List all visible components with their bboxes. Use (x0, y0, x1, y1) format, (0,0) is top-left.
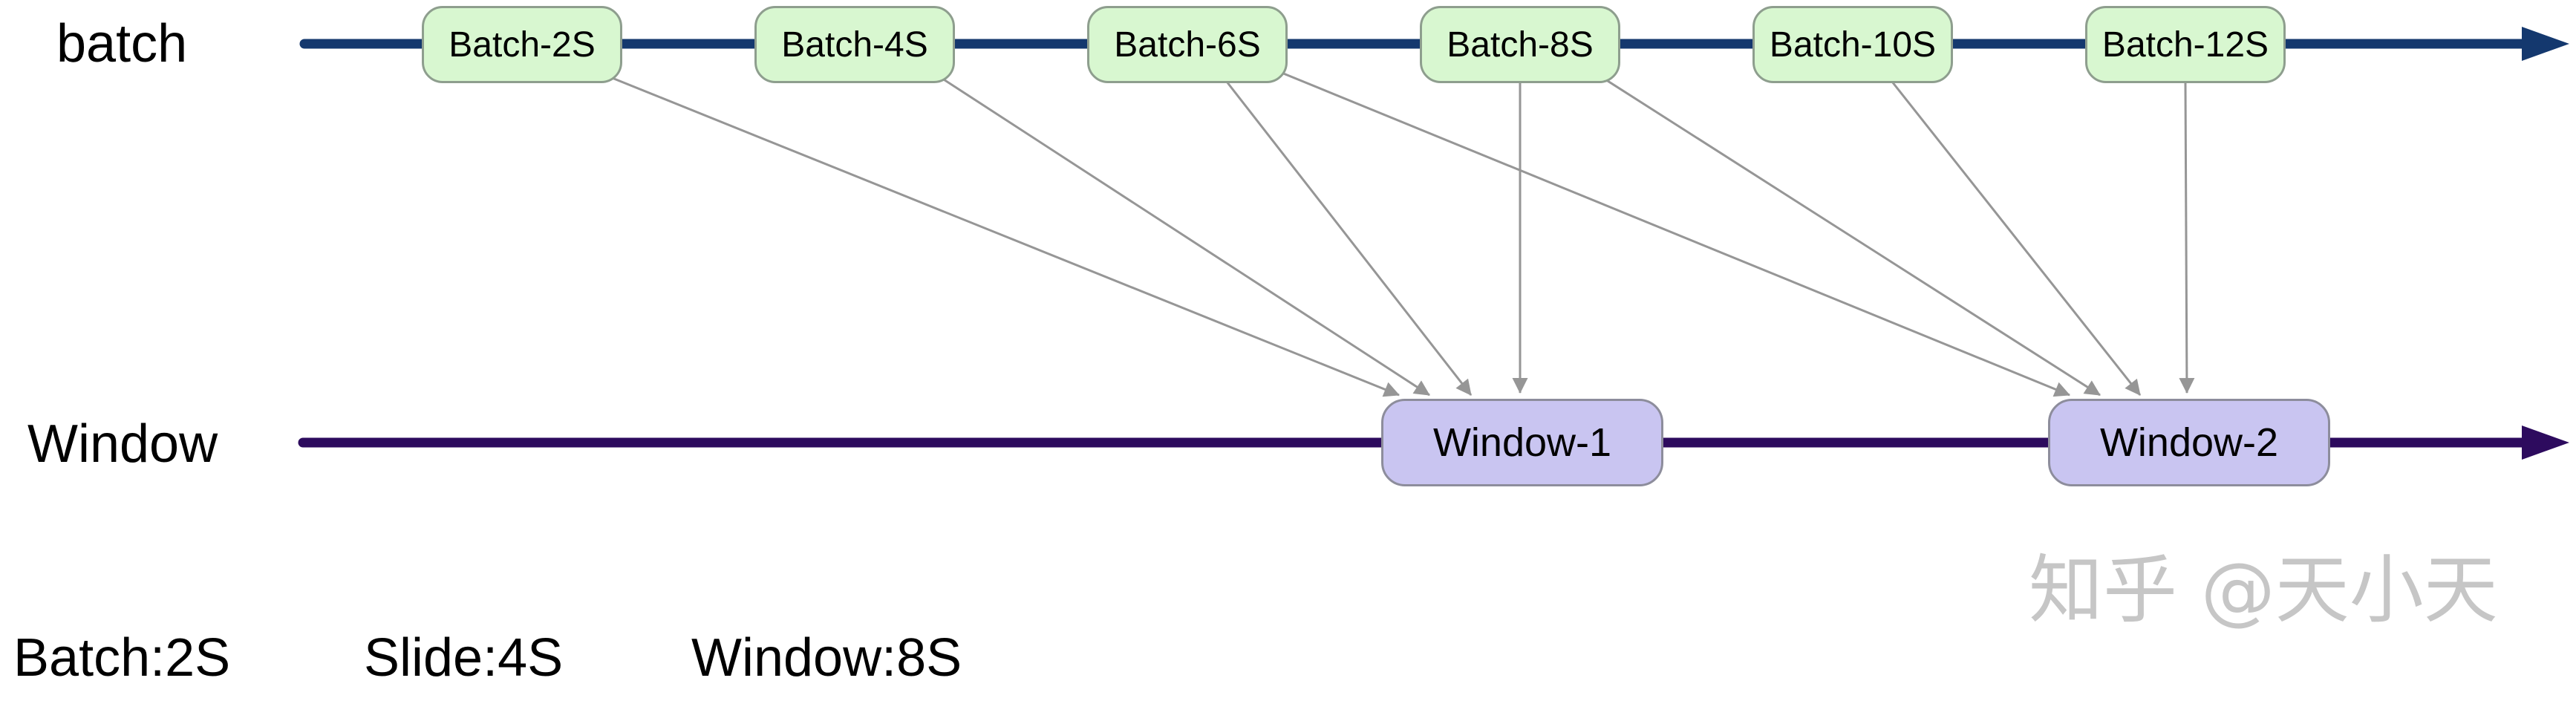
connector-arrow-batch-4s-to-window-1 (935, 73, 1430, 397)
param-label: Window:8S (691, 628, 962, 688)
connector-arrow-batch-12s-to-window-2 (2179, 82, 2195, 394)
batch-timeline-arrowhead-icon (2522, 27, 2569, 61)
batch-node: Batch-10S (1752, 6, 1953, 83)
param-label: Slide:4S (364, 628, 564, 688)
watermark: 知乎 @天小天 (2029, 547, 2498, 633)
connector-arrow-batch-2s-to-window-1 (602, 73, 1400, 397)
connector-arrow-batch-6s-to-window-2 (1281, 71, 2070, 397)
batch-node: Batch-4S (754, 6, 955, 83)
window-node: Window-2 (2048, 399, 2330, 486)
batch-node: Batch-12S (2085, 6, 2286, 83)
connector-arrow-batch-10s-to-window-2 (1891, 81, 2142, 396)
window-node: Window-1 (1381, 399, 1663, 486)
batch-axis-label: batch (56, 14, 188, 74)
batch-node: Batch-8S (1420, 6, 1620, 83)
param-label: Batch:2S (13, 628, 231, 688)
connector-arrow-batch-8s-to-window-2 (1599, 74, 2101, 397)
connector-arrow-batch-6s-to-window-1 (1225, 81, 1473, 396)
window-timeline-arrowhead-icon (2522, 426, 2569, 460)
batch-node: Batch-6S (1087, 6, 1288, 83)
batch-node: Batch-2S (422, 6, 622, 83)
window-axis-label: Window (27, 414, 218, 474)
